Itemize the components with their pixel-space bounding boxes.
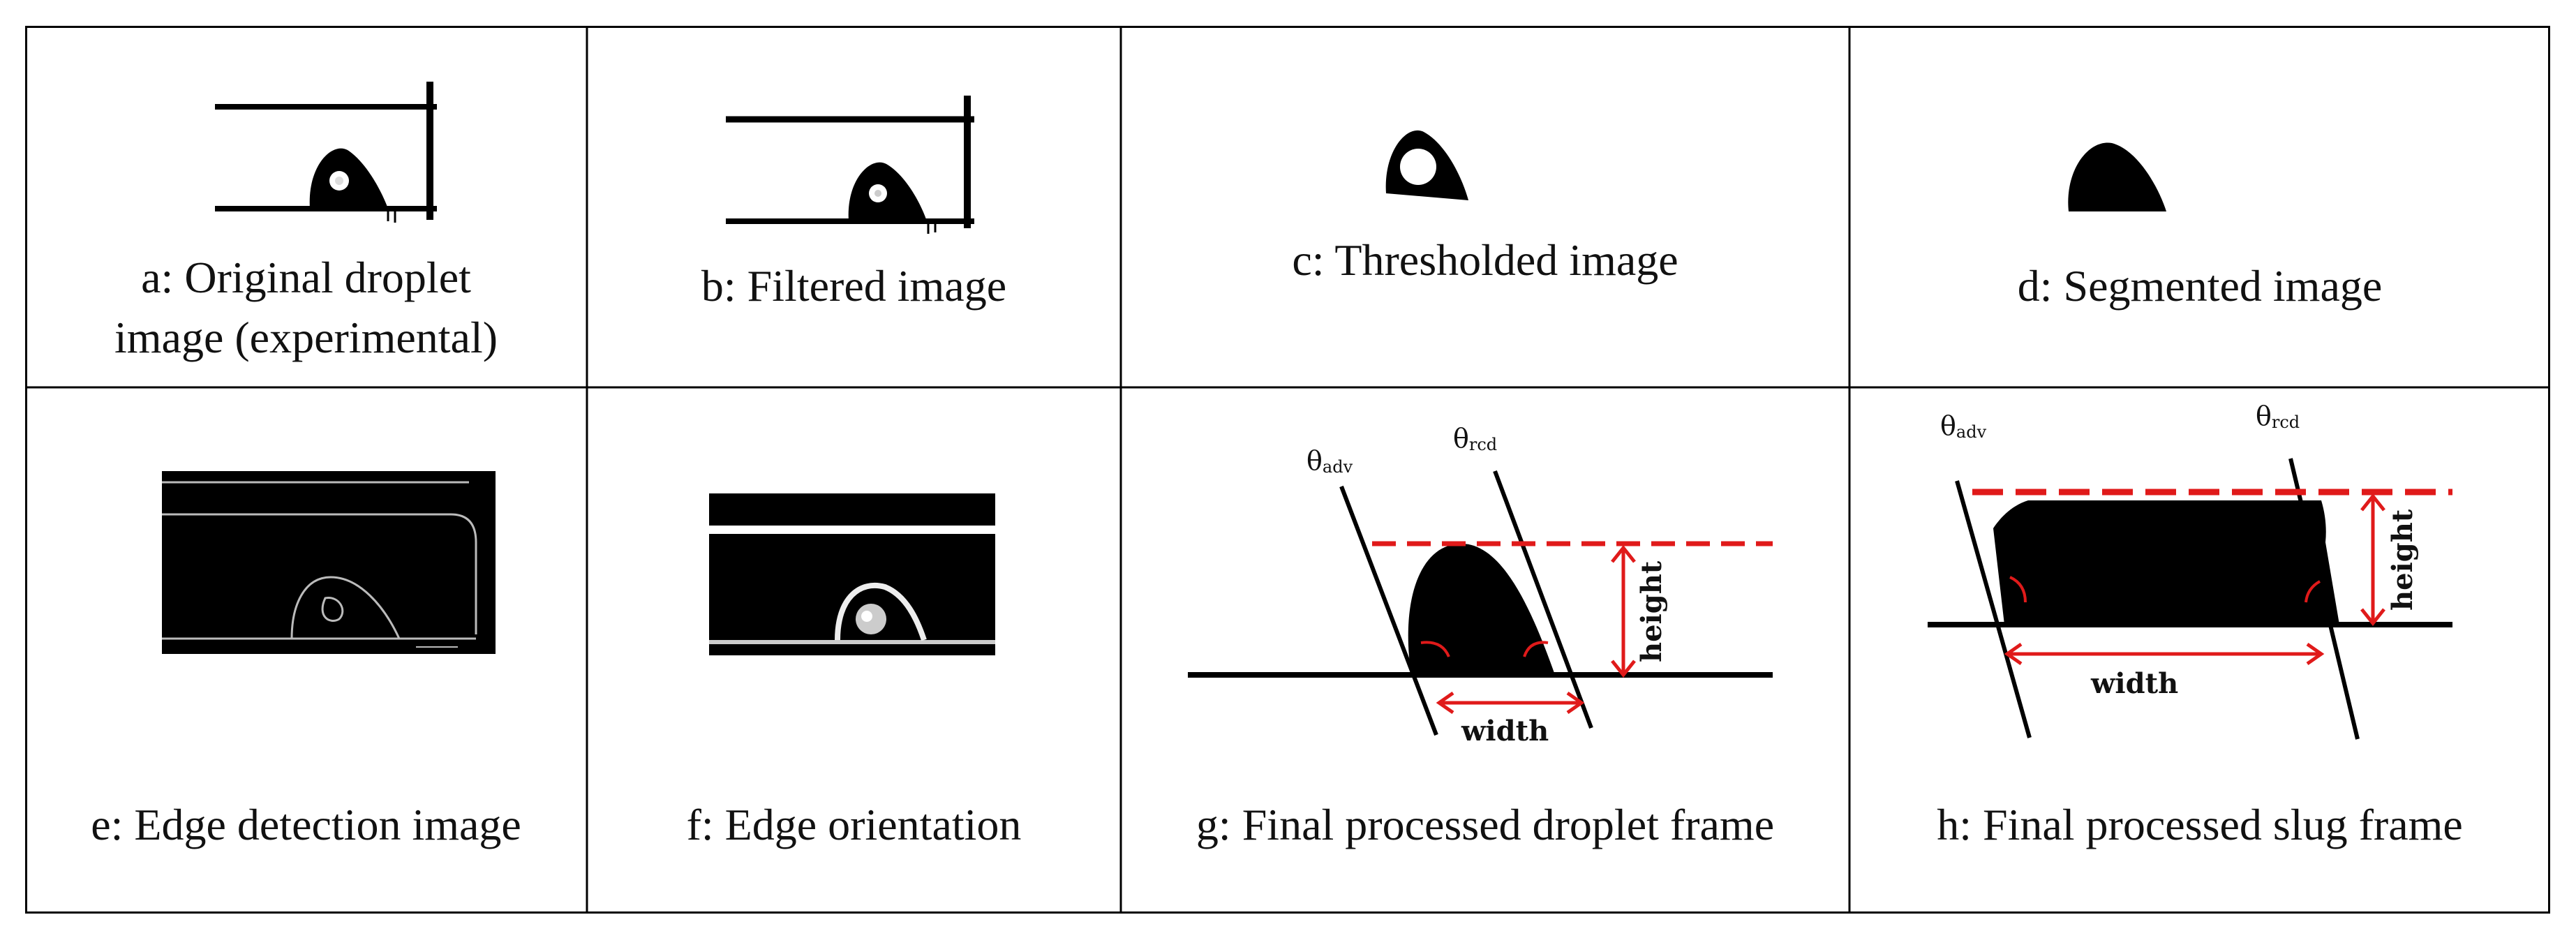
- cell-e-image: [162, 471, 496, 654]
- height-label-g: height: [1635, 560, 1668, 662]
- caption-h: h: Final processed slug frame: [1937, 800, 2463, 849]
- caption-g: g: Final processed droplet frame: [1196, 800, 1775, 849]
- caption-e: e: Edge detection image: [91, 800, 521, 849]
- theta-adv-label-g: θadv: [1306, 445, 1353, 477]
- theta-symbol: θ: [1306, 445, 1323, 476]
- cell-g-image: [1188, 470, 1773, 736]
- figure-canvas: θadv θrcd height width θadv θrcd height …: [25, 26, 2550, 914]
- caption-d: d: Segmented image: [2017, 261, 2383, 311]
- caption-b: b: Filtered image: [701, 261, 1007, 311]
- table-grid: [25, 26, 2550, 914]
- theta-rcd-label-h: θrcd: [2256, 401, 2300, 432]
- theta-symbol: θ: [2256, 401, 2272, 431]
- rcd-subscript: rcd: [2272, 412, 2300, 432]
- cell-f-image: [709, 493, 995, 655]
- theta-symbol: θ: [1453, 423, 1469, 454]
- svg-text:θadv: θadv: [1306, 445, 1353, 477]
- adv-subscript: adv: [1323, 457, 1353, 477]
- cell-a-image: [215, 82, 437, 223]
- theta-symbol: θ: [1940, 410, 1956, 441]
- caption-a-line2: image (experimental): [114, 313, 498, 362]
- cell-h-image: [1928, 458, 2452, 740]
- height-label-h: height: [2386, 509, 2419, 611]
- caption-a: a: Original droplet image (experimental): [25, 248, 587, 368]
- caption-c: c: Thresholded image: [1292, 235, 1678, 285]
- caption-a-line1: a: Original droplet: [141, 253, 471, 302]
- svg-text:θrcd: θrcd: [1453, 423, 1497, 454]
- width-label-h: width: [2090, 667, 2178, 700]
- cell-d-image: [2068, 142, 2166, 211]
- figure-grid: θadv θrcd height width θadv θrcd height …: [25, 26, 2550, 914]
- adv-subscript: adv: [1956, 422, 1987, 442]
- svg-text:θadv: θadv: [1940, 410, 1987, 442]
- theta-rcd-label-g: θrcd: [1453, 423, 1497, 454]
- svg-text:θrcd: θrcd: [2256, 401, 2300, 432]
- rcd-subscript: rcd: [1469, 435, 1497, 454]
- cell-b-image: [726, 96, 974, 234]
- theta-adv-label-h: θadv: [1940, 410, 1987, 442]
- width-label-g: width: [1461, 715, 1549, 747]
- caption-f: f: Edge orientation: [686, 800, 1022, 849]
- cell-c-image: [1385, 130, 1468, 200]
